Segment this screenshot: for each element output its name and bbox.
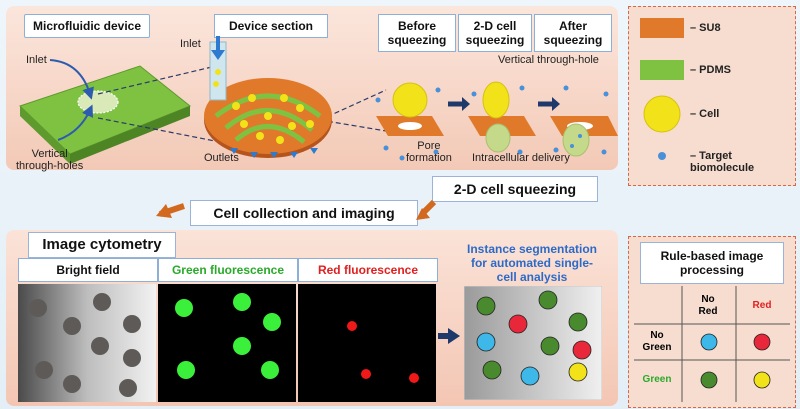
instance-segmentation-label: Instance segmentation for automated sing…	[466, 242, 598, 284]
legend-cell: – Cell	[690, 108, 720, 120]
segmentation-image	[464, 286, 602, 400]
green-fluorescence-image	[158, 284, 296, 402]
before-squeezing-label: Before squeezing	[378, 14, 456, 52]
inlet-left-label: Inlet	[26, 54, 47, 66]
microfluidic-device-label: Microfluidic device	[24, 14, 150, 38]
col-no-red: No Red	[698, 294, 718, 317]
after-squeezing-label: After squeezing	[534, 14, 612, 52]
legend-pdms: – PDMS	[690, 64, 731, 76]
cell-swatch	[643, 95, 681, 133]
cell-green-red	[753, 371, 771, 389]
green-fluorescence-label: Green fluorescence	[158, 258, 298, 282]
row-no-green: No Green	[642, 330, 672, 353]
banner-arrows	[156, 199, 437, 220]
cell-green-no-red	[700, 371, 718, 389]
cell-no-green-red	[753, 333, 771, 351]
bright-field-label: Bright field	[18, 258, 158, 282]
microfluidic-device-illustration	[19, 59, 191, 164]
pdms-swatch	[640, 60, 684, 80]
cell-no-green-no-red	[700, 333, 718, 351]
legend-su8: – SU8	[690, 22, 721, 34]
su8-swatch	[640, 18, 684, 38]
outlets-label: Outlets	[204, 152, 239, 164]
row-green: Green	[642, 374, 672, 385]
legend-target: – Target biomolecule	[690, 150, 755, 174]
rule-title: Rule-based image processing	[640, 242, 784, 284]
biomolecule-swatch	[658, 152, 666, 160]
inlet-top-label: Inlet	[180, 38, 201, 50]
rule-grid	[634, 286, 790, 402]
cell-collection-banner: Cell collection and imaging	[190, 200, 418, 226]
legend-swatches	[640, 18, 684, 160]
red-fluorescence-image	[298, 284, 436, 402]
segmentation-arrow	[438, 328, 460, 344]
intracellular-delivery-label: Intracellular delivery	[472, 152, 570, 164]
cell-squeezing-label: 2-D cell squeezing	[458, 14, 532, 52]
cell-squeezing-banner: 2-D cell squeezing	[432, 176, 598, 202]
image-cytometry-label: Image cytometry	[28, 232, 176, 258]
red-fluorescence-label: Red fluorescence	[298, 258, 438, 282]
pore-formation-label: Pore formation	[406, 140, 452, 164]
vertical-through-hole-label: Vertical through-hole	[498, 54, 599, 66]
squeezing-sequence	[375, 81, 618, 161]
device-section-label: Device section	[214, 14, 328, 38]
col-red: Red	[752, 300, 772, 311]
vertical-through-holes-label: Vertical through-holes	[16, 148, 84, 172]
device-section-illustration	[204, 36, 332, 158]
bright-field-image	[18, 284, 156, 402]
